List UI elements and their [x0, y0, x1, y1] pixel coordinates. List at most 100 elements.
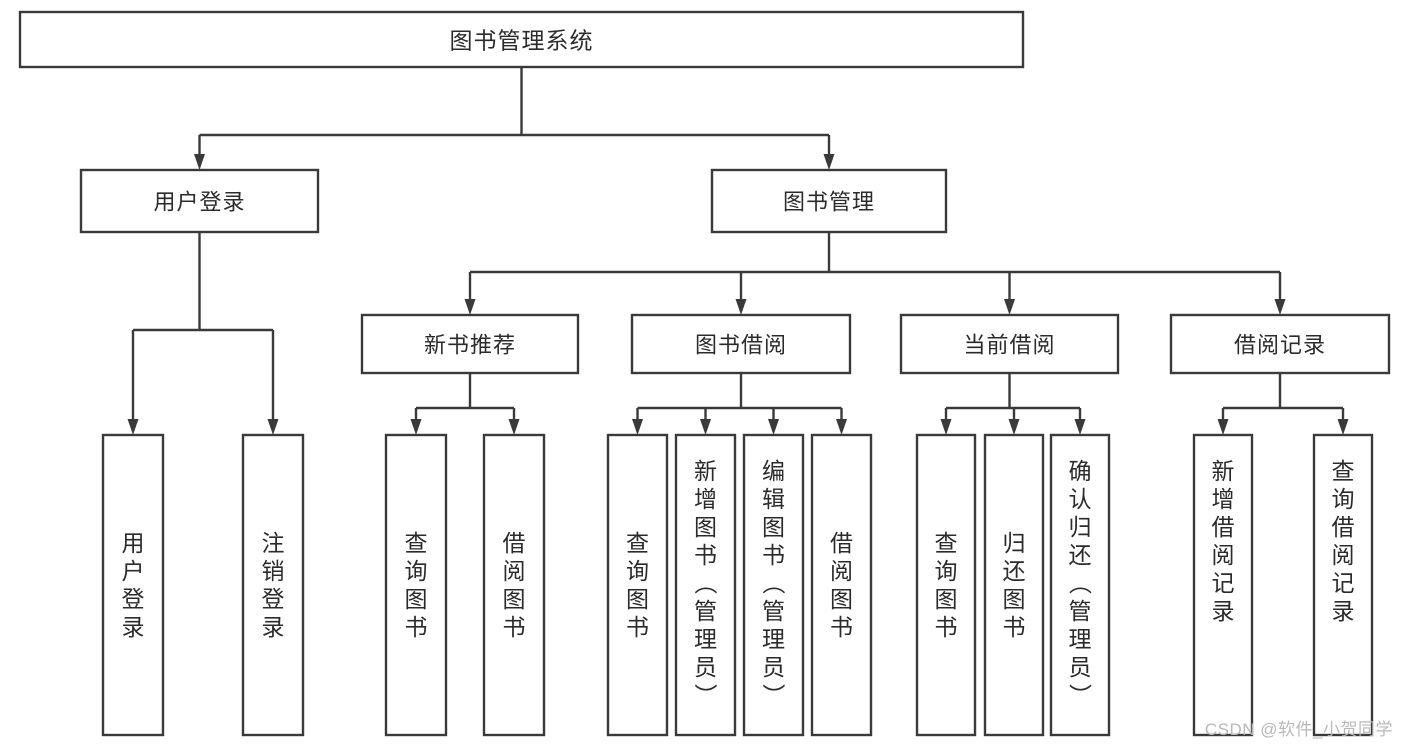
edge-arrowhead — [194, 154, 205, 170]
node-label-char: 书 — [503, 614, 526, 640]
node-label-char: 新 — [694, 458, 717, 484]
node-label-char: 录 — [1212, 598, 1235, 624]
node-label-char: 图 — [762, 514, 785, 540]
node-book-borrow[interactable]: 图书借阅 — [630, 313, 852, 375]
node-box-book-manage — [710, 168, 948, 234]
node-label-char: 编 — [762, 458, 785, 484]
node-label-char: 认 — [1069, 486, 1092, 512]
edge-arrowhead — [823, 154, 835, 170]
edge-group-current-borrow — [940, 373, 1086, 435]
node-label-book-borrow: 图书借阅 — [695, 333, 787, 358]
node-label-char: 图 — [935, 586, 958, 612]
edge-arrowhead — [940, 419, 952, 435]
node-book-manage[interactable]: 图书管理 — [710, 168, 948, 234]
node-label-char: 登 — [122, 586, 145, 612]
node-label-new-book-rec: 新书推荐 — [424, 333, 516, 358]
edge-group-user-login — [127, 232, 279, 435]
node-label-char: 增 — [1212, 486, 1235, 512]
node-box-leaf-query-record — [1312, 433, 1374, 737]
edge-arrowhead — [735, 299, 747, 315]
node-box-leaf-query-book-2 — [606, 433, 669, 737]
node-current-borrow[interactable]: 当前借阅 — [899, 313, 1120, 375]
node-box-user-login — [79, 168, 320, 234]
node-box-leaf-confirm-return — [1049, 433, 1111, 737]
node-label-char: 查 — [626, 530, 649, 556]
node-box-leaf-add-book — [674, 433, 737, 737]
node-box-root — [18, 10, 1025, 69]
node-label-char: 阅 — [1332, 542, 1355, 568]
node-label-char: （ — [761, 572, 787, 595]
node-root[interactable]: 图书管理系统 — [18, 10, 1025, 69]
node-layer: 图书管理系统用户登录图书管理新书推荐图书借阅当前借阅借阅记录用户登录注销登录查询… — [18, 10, 1391, 737]
node-label-char: 借 — [1332, 514, 1355, 540]
node-label-char: 记 — [1332, 570, 1355, 596]
node-label-char: 询 — [405, 558, 428, 584]
node-label-char: 员 — [1069, 654, 1092, 680]
node-label-char: 书 — [830, 614, 853, 640]
node-label-char: ） — [761, 684, 787, 707]
edge-arrowhead — [1074, 419, 1086, 435]
node-label-char: 管 — [762, 598, 785, 624]
edge-arrowhead — [464, 299, 476, 315]
node-box-leaf-borrow-book-1 — [482, 433, 546, 737]
node-label-char: 销 — [262, 558, 285, 584]
node-label-char: 图 — [405, 586, 428, 612]
node-label-char: 确 — [1069, 458, 1092, 484]
node-box-leaf-logout — [241, 433, 305, 737]
edge-group-book-manage — [464, 232, 1286, 315]
node-label-char: 录 — [262, 614, 285, 640]
node-box-leaf-borrow-book-2 — [810, 433, 873, 737]
node-box-leaf-edit-book — [742, 433, 805, 737]
node-label-char: 询 — [626, 558, 649, 584]
node-label-char: 书 — [694, 542, 717, 568]
node-label-char: 新 — [1212, 458, 1235, 484]
node-label-char: 阅 — [830, 558, 853, 584]
node-label-char: 借 — [830, 530, 853, 556]
edge-arrowhead — [1217, 419, 1229, 435]
node-new-book-rec[interactable]: 新书推荐 — [360, 313, 580, 375]
node-label-char: 图 — [830, 586, 853, 612]
edge-arrowhead — [508, 419, 520, 435]
node-label-char: 增 — [694, 486, 717, 512]
node-box-leaf-query-book-1 — [384, 433, 448, 737]
node-user-login[interactable]: 用户登录 — [79, 168, 320, 234]
node-leaf-user-login[interactable]: 用户登录 — [101, 433, 165, 737]
node-label-char: 阅 — [503, 558, 526, 584]
edge-arrowhead — [267, 419, 279, 435]
edge-group-book-borrow — [632, 373, 847, 435]
edge-layer — [127, 67, 1349, 435]
edge-arrowhead — [1008, 419, 1020, 435]
node-box-leaf-user-login — [101, 433, 165, 737]
edge-arrowhead — [632, 419, 643, 435]
node-label-char: ） — [1067, 684, 1093, 707]
node-box-current-borrow — [899, 313, 1120, 375]
node-box-borrow-record — [1169, 313, 1391, 375]
node-label-char: 用 — [122, 530, 145, 556]
edge-arrowhead — [836, 419, 847, 435]
node-label-char: 询 — [935, 558, 958, 584]
node-label-book-manage: 图书管理 — [783, 190, 875, 215]
node-label-char: 还 — [1003, 558, 1026, 584]
node-box-leaf-return-book — [983, 433, 1045, 737]
node-box-new-book-rec — [360, 313, 580, 375]
node-label-char: 归 — [1003, 530, 1026, 556]
node-borrow-record[interactable]: 借阅记录 — [1169, 313, 1391, 375]
node-label-char: 图 — [626, 586, 649, 612]
node-label-char: ） — [693, 684, 719, 707]
node-label-char: 理 — [694, 626, 717, 652]
edge-arrowhead — [768, 419, 779, 435]
